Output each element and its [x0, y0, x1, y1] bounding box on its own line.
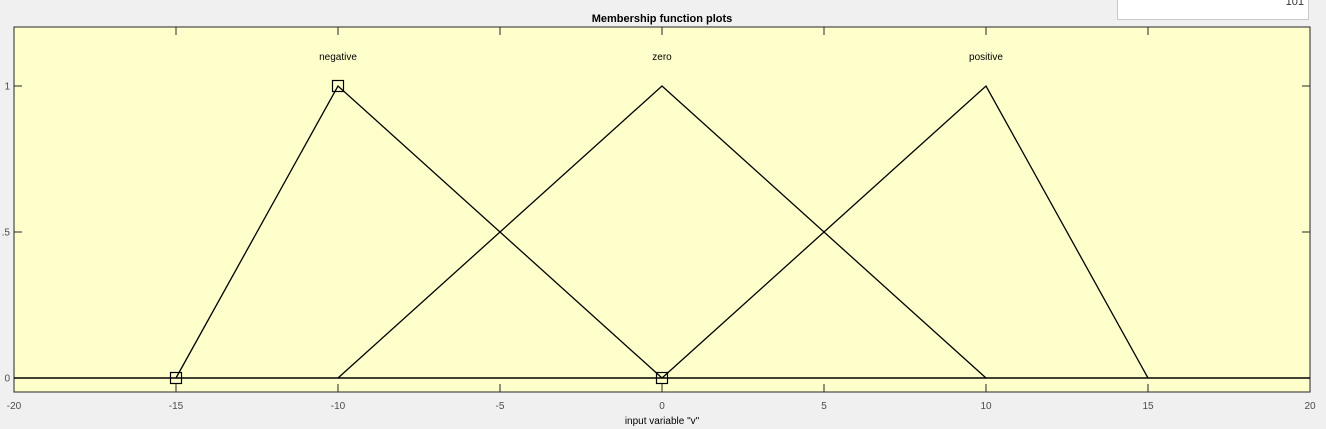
x-tick-label: 0 — [659, 401, 665, 412]
range-value-text: 101 — [1285, 0, 1304, 8]
x-tick-label: 15 — [1142, 401, 1154, 412]
y-tick-label: 1 — [4, 82, 10, 93]
handle-markers — [169, 79, 669, 385]
series-line-positive — [661, 84, 1149, 379]
series-label-positive: positive — [969, 52, 1003, 63]
series-line-negative — [175, 84, 663, 379]
handle-marker — [331, 79, 345, 93]
y-tick-label: 0 — [4, 374, 10, 385]
series-labels: negative zero positive — [319, 52, 1003, 63]
x-tick-label: 5 — [821, 401, 827, 412]
x-tick-label: -15 — [169, 401, 184, 412]
series-label-zero: zero — [652, 52, 672, 63]
series-lines — [14, 84, 1310, 379]
x-axis-label: input variable "v" — [625, 416, 700, 427]
plot-area[interactable] — [13, 26, 1311, 393]
x-tick-label: 10 — [980, 401, 992, 412]
range-value-box[interactable]: 101 — [1117, 0, 1309, 20]
x-tick-label: -20 — [7, 401, 22, 412]
series-line-zero — [337, 85, 987, 379]
tick-labels: -20 -15 -10 -5 0 5 10 15 20 0 .5 1 — [2, 82, 1316, 413]
x-tick-label: -5 — [496, 401, 505, 412]
handle-marker — [169, 371, 183, 385]
x-tick-label: 20 — [1304, 401, 1316, 412]
y-tick-label: .5 — [2, 228, 11, 239]
handle-marker — [655, 371, 669, 385]
x-tick-label: -10 — [331, 401, 346, 412]
chart-title: Membership function plots — [592, 13, 733, 25]
series-label-negative: negative — [319, 52, 357, 63]
